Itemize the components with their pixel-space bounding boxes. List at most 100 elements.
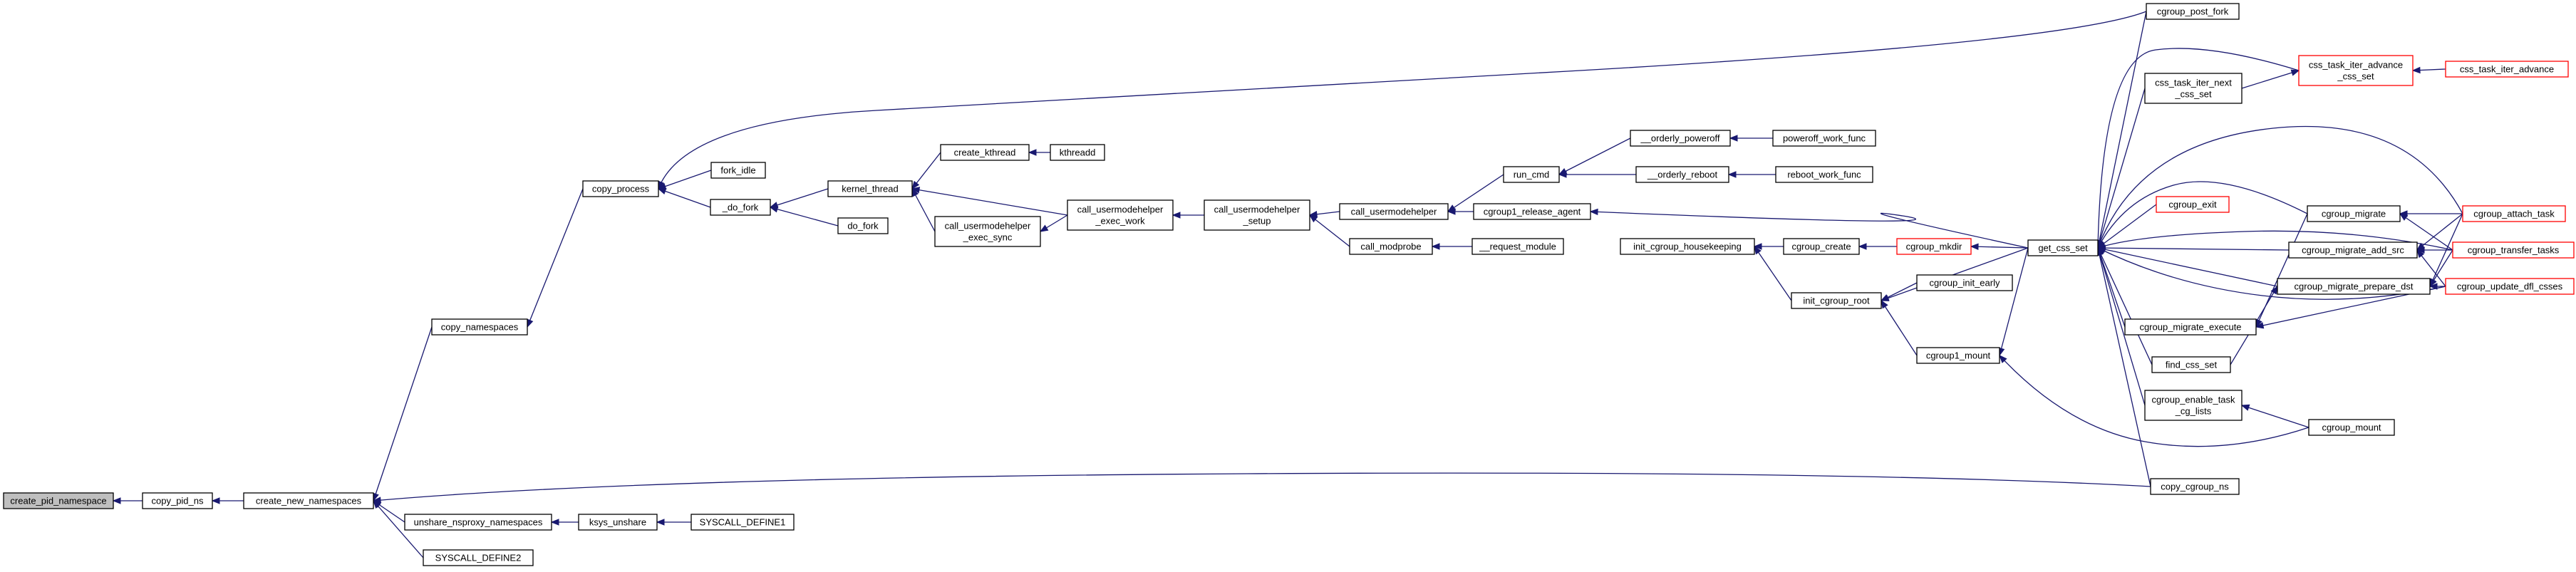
- edge-line: [2241, 70, 2300, 89]
- node-box: [1775, 166, 1873, 183]
- node-copy-process[interactable]: copy_process: [582, 180, 659, 197]
- node-cgroup1-mount[interactable]: cgroup1_mount: [1916, 347, 2000, 364]
- node-box: [404, 514, 552, 531]
- node-cgroup-create[interactable]: cgroup_create: [1783, 238, 1860, 255]
- node-label-line: copy_pid_ns: [152, 496, 204, 506]
- call-edge-create_new_namespaces-to-copy_pid_ns: [211, 497, 244, 504]
- node-css-task-iter-next-css-set[interactable]: css_task_iter_next_css_set: [2144, 73, 2243, 104]
- edge-line: [1999, 355, 2309, 447]
- node-label-line: SYSCALL_DEFINE2: [435, 553, 522, 563]
- node-copy-cgroup-ns[interactable]: copy_cgroup_ns: [2150, 478, 2240, 495]
- node-create-pid-namespace[interactable]: create_pid_namespace: [3, 492, 114, 509]
- node-run-cmd[interactable]: run_cmd: [1503, 166, 1560, 183]
- node-call-usermodehelper[interactable]: call_usermodehelper: [1339, 203, 1449, 220]
- node-cgroup-init-early[interactable]: cgroup_init_early: [1916, 274, 2013, 291]
- node-call-usermodehelper-exec-sync[interactable]: call_usermodehelper_exec_sync: [934, 216, 1041, 247]
- node-cgroup-mkdir[interactable]: cgroup_mkdir: [1896, 238, 1972, 255]
- edge-line: [911, 188, 1068, 216]
- node-cgroup-migrate-add-src[interactable]: cgroup_migrate_add_src: [2288, 241, 2418, 259]
- node-label-line: call_usermodehelper: [1214, 204, 1300, 215]
- node-cgroup-mount[interactable]: cgroup_mount: [2308, 419, 2395, 436]
- node-label: css_task_iter_advance: [2460, 64, 2554, 75]
- node-find-css-set[interactable]: find_css_set: [2151, 356, 2231, 373]
- edge-arrowhead: [1729, 135, 1738, 142]
- node-label: create_new_namespaces: [256, 496, 362, 506]
- node-init-cgroup-housekeeping[interactable]: init_cgroup_housekeeping: [1620, 238, 1755, 255]
- call-edge-copy_pid_ns-to-create_pid_namespace: [112, 497, 143, 504]
- node-kernel-thread[interactable]: kernel_thread: [827, 180, 913, 197]
- node-call-usermodehelper-setup[interactable]: call_usermodehelper_setup: [1204, 199, 1310, 231]
- node-label-line: cgroup_post_fork: [2157, 6, 2229, 17]
- node-box: [1916, 274, 2013, 291]
- node-create-kthread[interactable]: create_kthread: [940, 144, 1030, 161]
- node-request-module[interactable]: __request_module: [1471, 238, 1564, 255]
- node-label: cgroup_attach_task: [2473, 209, 2555, 219]
- node-get-css-set[interactable]: get_css_set: [2027, 239, 2099, 256]
- node-box: [1204, 199, 1310, 231]
- call-edge-call_usermodehelper_exec_work-to-call_usermodehelper_exec_sync: [1039, 214, 1068, 232]
- node-label: cgroup_enable_task_cg_lists: [2151, 395, 2235, 417]
- node-label-line: init_cgroup_root: [1803, 296, 1870, 306]
- node-kthreadd[interactable]: kthreadd: [1050, 144, 1105, 161]
- node-label-line: cgroup_exit: [2168, 199, 2217, 210]
- node-cgroup-post-fork[interactable]: cgroup_post_fork: [2146, 3, 2240, 20]
- call-edge-call_usermodehelper_setup-to-call_usermodehelper_exec_work: [1171, 212, 1204, 219]
- call-edge-cgroup_post_fork-to-copy_process: [658, 11, 2147, 190]
- edge-arrowhead: [1039, 224, 1049, 232]
- node-call-modprobe[interactable]: call_modprobe: [1349, 238, 1433, 255]
- node-label: _do_fork: [722, 202, 759, 213]
- edge-line: [1970, 246, 2029, 249]
- node-label: do_fork: [847, 221, 879, 232]
- node-ksys-unshare[interactable]: ksys_unshare: [578, 514, 658, 531]
- node-fork-idle[interactable]: fork_idle: [710, 162, 766, 179]
- edge-line: [373, 472, 2151, 501]
- node-init-cgroup-root[interactable]: init_cgroup_root: [1791, 292, 1882, 309]
- node-cgroup-enable-task-cg-lists[interactable]: cgroup_enable_task_cg_lists: [2144, 390, 2243, 421]
- edge-line: [1590, 211, 2029, 249]
- node-label: copy_pid_ns: [152, 496, 204, 506]
- node-label-line: _cg_lists: [2175, 406, 2212, 417]
- node-label: css_task_iter_advance_css_set: [2309, 60, 2403, 82]
- node-cgroup-migrate-prepare-dst[interactable]: cgroup_migrate_prepare_dst: [2277, 278, 2431, 295]
- node-do-fork[interactable]: _do_fork: [710, 199, 771, 216]
- node-label: cgroup_create: [1791, 241, 1851, 252]
- node-orderly-poweroff[interactable]: __orderly_poweroff: [1630, 130, 1731, 147]
- edge-arrowhead: [2290, 69, 2300, 76]
- call-edge-copy_cgroup_ns-to-create_new_namespaces: [372, 472, 2151, 504]
- node-cgroup-attach-task[interactable]: cgroup_attach_task: [2462, 205, 2566, 222]
- node-reboot-work-func[interactable]: reboot_work_func: [1775, 166, 1873, 183]
- edge-line: [658, 170, 712, 189]
- node-box: [2445, 278, 2575, 295]
- node-css-task-iter-advance[interactable]: css_task_iter_advance: [2445, 61, 2569, 78]
- node-SYSCALL-DEFINE1[interactable]: SYSCALL_DEFINE1: [690, 514, 795, 531]
- node-cgroup1-release-agent[interactable]: cgroup1_release_agent: [1473, 203, 1591, 220]
- node-orderly-reboot[interactable]: __orderly_reboot: [1635, 166, 1729, 183]
- call-edge-find_css_set-to-get_css_set: [2097, 246, 2153, 365]
- node-label-line: ksys_unshare: [589, 517, 646, 528]
- node-css-task-iter-advance-css-set[interactable]: css_task_iter_advance_css_set: [2298, 55, 2414, 86]
- node-cgroup-update-dfl-csses[interactable]: cgroup_update_dfl_csses: [2445, 278, 2575, 295]
- node-SYSCALL-DEFINE2[interactable]: SYSCALL_DEFINE2: [423, 549, 534, 566]
- node-label-line: cgroup_transfer_tasks: [2468, 245, 2560, 256]
- node-cgroup-migrate-execute[interactable]: cgroup_migrate_execute: [2124, 318, 2257, 336]
- node-label: cgroup_migrate_add_src: [2302, 245, 2404, 256]
- node-do-fork[interactable]: do_fork: [837, 217, 889, 234]
- node-call-usermodehelper-exec-work[interactable]: call_usermodehelper_exec_work: [1067, 199, 1174, 231]
- edge-line: [373, 326, 433, 501]
- node-cgroup-transfer-tasks[interactable]: cgroup_transfer_tasks: [2452, 241, 2575, 259]
- call-edge-__orderly_reboot-to-run_cmd: [1558, 171, 1636, 178]
- node-poweroff-work-func[interactable]: poweroff_work_func: [1772, 130, 1876, 147]
- node-copy-namespaces[interactable]: copy_namespaces: [431, 318, 528, 336]
- node-box: [2156, 196, 2230, 213]
- node-box: [1473, 203, 1591, 220]
- edge-arrowhead: [1881, 299, 1888, 309]
- node-cgroup-exit[interactable]: cgroup_exit: [2156, 196, 2230, 213]
- node-cgroup-migrate[interactable]: cgroup_migrate: [2307, 205, 2401, 222]
- edge-arrowhead: [1589, 208, 1598, 216]
- node-copy-pid-ns[interactable]: copy_pid_ns: [142, 492, 213, 509]
- edge-arrowhead: [527, 318, 534, 328]
- node-label: __request_module: [1479, 241, 1556, 252]
- node-unshare-nsproxy-namespaces[interactable]: unshare_nsproxy_namespaces: [404, 514, 552, 531]
- call-edge-get_css_set-to-cgroup1_release_agent: [1589, 208, 2029, 249]
- node-create-new-namespaces[interactable]: create_new_namespaces: [243, 492, 374, 509]
